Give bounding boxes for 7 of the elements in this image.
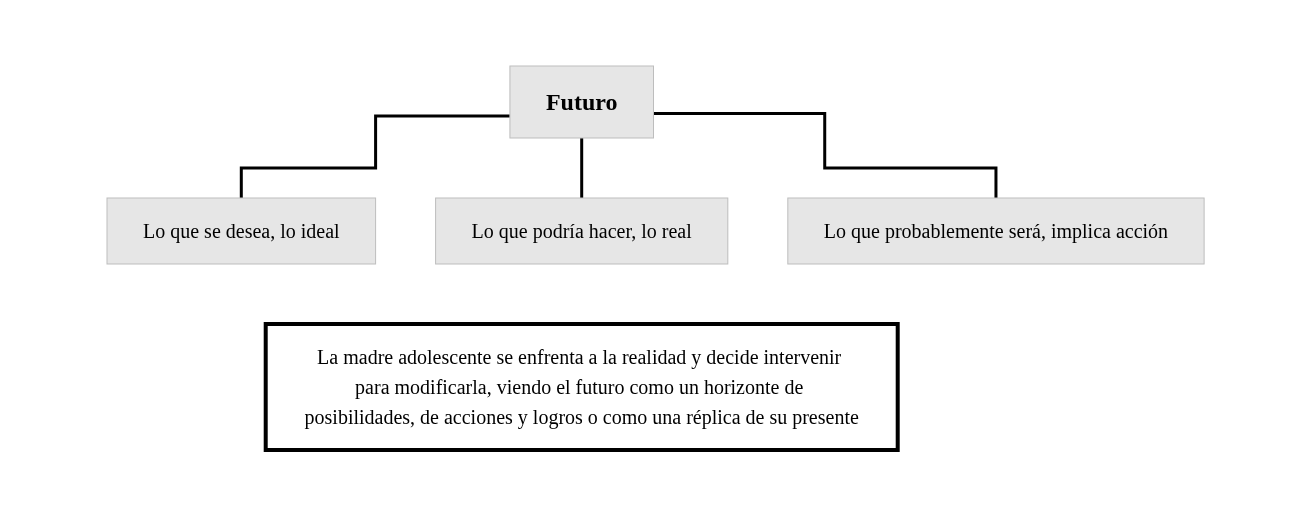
connector bbox=[240, 114, 511, 200]
connector bbox=[653, 111, 998, 200]
node-box: Lo que se desea, lo ideal bbox=[106, 197, 377, 265]
node-box: La madre adolescente se enfrenta a la realidad y decide intervenir para modificarla, viendo el futuro como un horizonte de posibilidades, de acciones y logros o como una réplica de su presente bbox=[264, 322, 901, 452]
node-box: Lo que probablemente será, implica acción bbox=[787, 197, 1206, 265]
node-box: Lo que podría hacer, lo real bbox=[435, 197, 729, 265]
node-box: Futuro bbox=[509, 65, 655, 139]
